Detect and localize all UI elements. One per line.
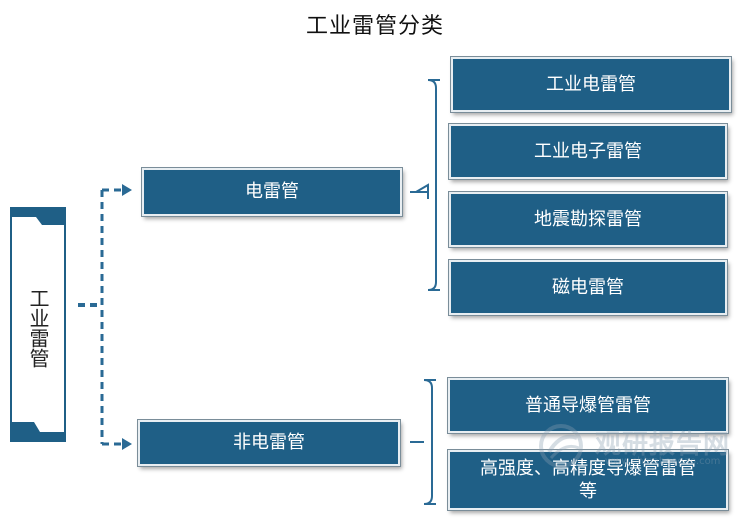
electric-detonator-label: 电雷管: [245, 181, 299, 203]
magneto-electric-detonator-label: 磁电雷管: [552, 276, 624, 298]
magneto-electric-detonator-box: 磁电雷管: [449, 260, 727, 315]
ordinary-shock-tube-detonator-box: 普通导爆管雷管: [448, 378, 728, 433]
high-strength-precision-detonator-label: 高强度、高精度导爆管雷管等: [480, 457, 696, 502]
watermark-url: www.chinabaogao.com: [605, 456, 721, 467]
diagram-title: 工业雷管分类: [305, 14, 444, 39]
ordinary-shock-tube-detonator-label: 普通导爆管雷管: [525, 394, 651, 416]
industrial-electric-detonator-box: 工业电雷管: [451, 57, 731, 112]
root-label: 工业雷管: [26, 288, 50, 368]
electric-detonator-box: 电雷管: [142, 168, 402, 216]
industrial-electronic-detonator-label: 工业电子雷管: [534, 140, 642, 162]
seismic-exploration-detonator-box: 地震勘探雷管: [449, 192, 727, 247]
root-node: 工业雷管: [10, 207, 66, 442]
watermark-text: 观研报告网: [595, 430, 731, 460]
watermark: 观研报告网 www.chinabaogao.com: [535, 418, 745, 478]
seismic-exploration-detonator-label: 地震勘探雷管: [534, 208, 642, 230]
high-strength-precision-detonator-box: 高强度、高精度导爆管雷管等: [448, 450, 728, 510]
industrial-electronic-detonator-box: 工业电子雷管: [449, 124, 727, 179]
non-electric-detonator-label: 非电雷管: [233, 432, 305, 454]
watermark-logo-icon: [539, 424, 583, 468]
non-electric-detonator-box: 非电雷管: [138, 420, 400, 466]
industrial-electric-detonator-label: 工业电雷管: [546, 73, 636, 95]
root-frame-shape: [10, 207, 66, 442]
